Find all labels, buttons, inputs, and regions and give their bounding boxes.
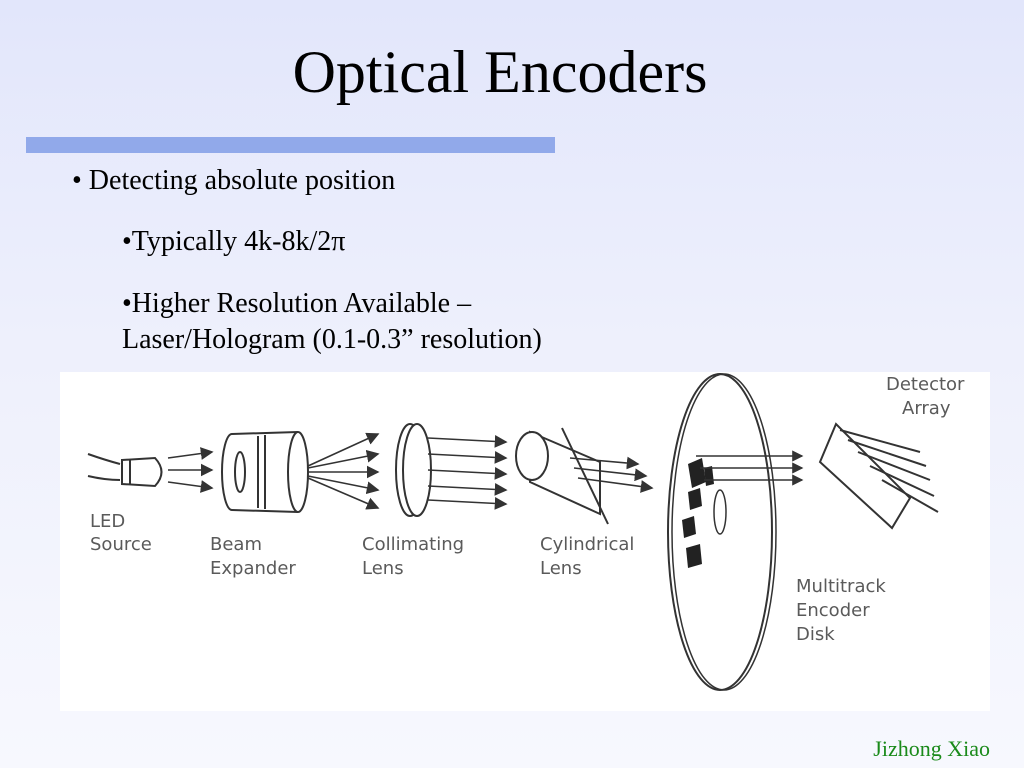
cylindrical-lens <box>515 427 609 525</box>
label-detector-array-line1: Detector <box>886 374 965 395</box>
cylindrical-rays <box>569 456 654 493</box>
label-collimating-lens-line1: Collimating <box>362 534 464 555</box>
bullet-absolute-position: • Detecting absolute position <box>72 165 396 196</box>
expander-rays <box>307 432 380 510</box>
label-encoder-disk-line1: Multitrack <box>796 576 886 597</box>
label-beam-expander-line1: Beam <box>210 534 262 555</box>
encoder-diagram-svg: LED Source Beam Expander Collimating Len… <box>87 373 965 691</box>
label-detector-array-line2: Array <box>902 398 951 419</box>
slide-title: Optical Encoders <box>292 39 708 105</box>
beam-expander <box>221 431 309 513</box>
title-rule <box>26 137 555 153</box>
label-led-source-line1: LED <box>90 511 125 532</box>
label-led-source-line2: Source <box>90 534 152 555</box>
led-rays <box>167 447 214 493</box>
label-beam-expander-line2: Expander <box>210 558 296 579</box>
detector-array <box>818 422 939 530</box>
label-cylindrical-lens-line1: Cylindrical <box>540 534 634 555</box>
label-cylindrical-lens-line2: Lens <box>540 558 582 579</box>
collimating-lens <box>395 423 432 517</box>
bullet-higher-resolution-line1: •Higher Resolution Available – <box>122 288 472 319</box>
disk-rays <box>696 450 804 486</box>
collimated-rays <box>427 435 508 510</box>
bullet-higher-resolution: •Higher Resolution Available – Laser/Hol… <box>122 286 542 358</box>
label-encoder-disk-line3: Disk <box>796 624 835 645</box>
label-collimating-lens-line2: Lens <box>362 558 404 579</box>
label-encoder-disk-line2: Encoder <box>796 600 870 621</box>
encoder-disk <box>667 373 777 691</box>
author-footer: Jizhong Xiao <box>873 736 990 761</box>
encoder-diagram: LED Source Beam Expander Collimating Len… <box>60 372 990 711</box>
bullet-higher-resolution-line2: Laser/Hologram (0.1-0.3” resolution) <box>122 324 542 355</box>
bullet-typical-resolution: •Typically 4k-8k/2π <box>122 226 346 257</box>
led-source <box>87 453 163 488</box>
